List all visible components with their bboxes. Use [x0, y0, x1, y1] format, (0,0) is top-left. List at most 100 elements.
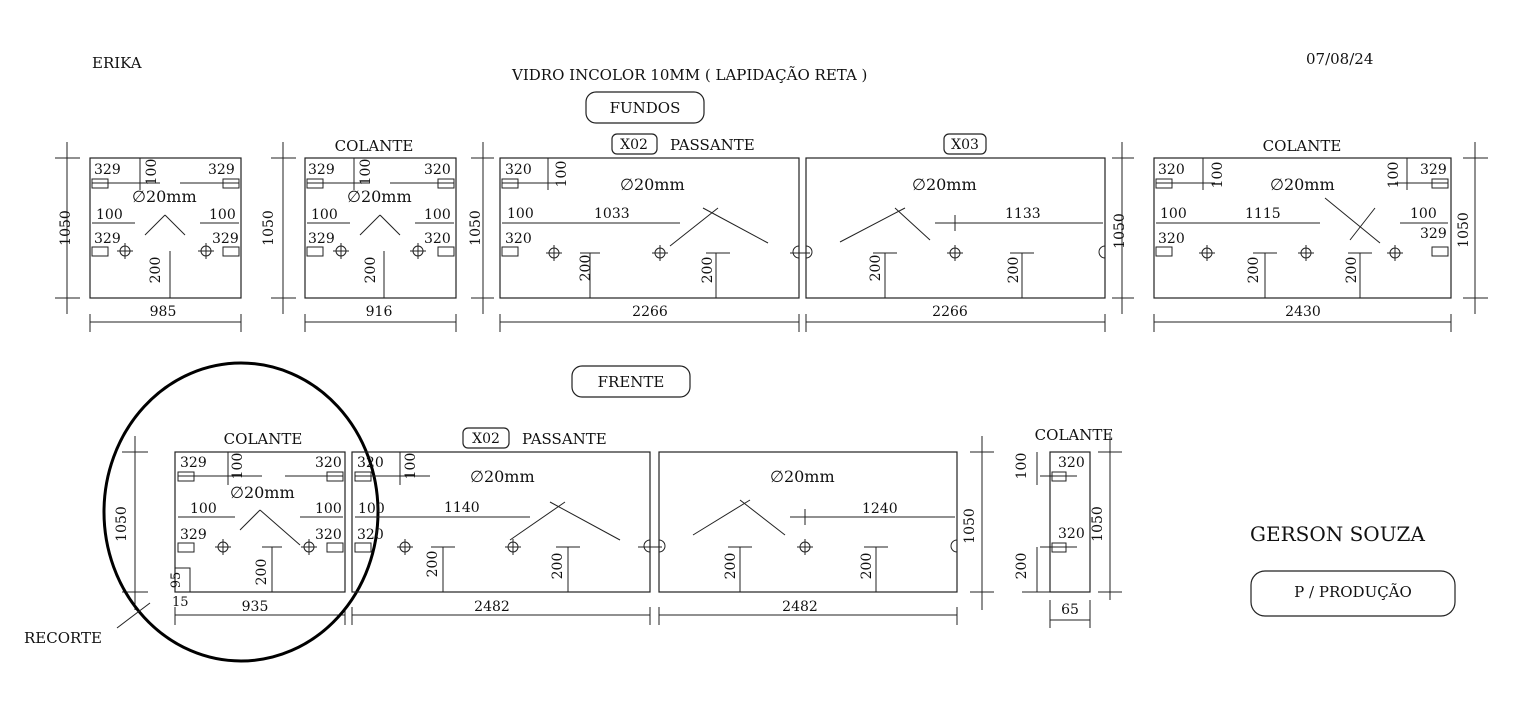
svg-text:329: 329	[1420, 162, 1447, 178]
svg-text:200: 200	[425, 551, 441, 578]
svg-text:320: 320	[1158, 231, 1185, 247]
svg-text:X02: X02	[620, 137, 648, 153]
svg-text:329: 329	[308, 162, 335, 178]
svg-text:320: 320	[1058, 526, 1085, 542]
glass-panel	[89, 157, 242, 299]
svg-text:320: 320	[315, 527, 342, 543]
svg-text:∅20mm: ∅20mm	[912, 175, 977, 194]
svg-text:200: 200	[723, 553, 739, 580]
svg-text:329: 329	[308, 231, 335, 247]
svg-text:100: 100	[424, 207, 451, 223]
svg-text:X02: X02	[472, 431, 500, 447]
svg-text:329: 329	[1420, 226, 1447, 242]
svg-text:100: 100	[209, 207, 236, 223]
svg-text:95: 95	[169, 572, 184, 589]
svg-text:329: 329	[180, 455, 207, 471]
svg-text:320: 320	[424, 231, 451, 247]
svg-text:100: 100	[311, 207, 338, 223]
order-date: 07/08/24	[1306, 50, 1373, 68]
svg-text:1050: 1050	[1112, 213, 1128, 249]
svg-text:200: 200	[254, 559, 270, 586]
fundos-panel-1: 1050 985 329 329 100 ∅20mm 100 100 329 3…	[55, 142, 242, 332]
svg-text:∅20mm: ∅20mm	[470, 467, 535, 486]
quantity-badge: X02	[611, 133, 658, 155]
svg-text:200: 200	[1246, 257, 1262, 284]
svg-text:100: 100	[96, 207, 123, 223]
svg-text:1050: 1050	[1456, 212, 1472, 248]
svg-text:1050: 1050	[468, 210, 484, 246]
svg-text:1050: 1050	[962, 508, 978, 544]
svg-text:320: 320	[1058, 455, 1085, 471]
svg-text:200: 200	[1014, 553, 1030, 580]
svg-text:100: 100	[358, 501, 385, 517]
svg-text:320: 320	[424, 162, 451, 178]
svg-text:15: 15	[172, 595, 189, 610]
frente-panel-4: COLANTE 320 100 320 200 1050 65	[1014, 426, 1122, 628]
fundos-panel-2: COLANTE 1050 916 329 320 100 ∅20mm 100 1…	[261, 137, 457, 332]
svg-text:100: 100	[1410, 206, 1437, 222]
svg-text:COLANTE: COLANTE	[1035, 426, 1114, 444]
svg-text:100: 100	[230, 453, 246, 480]
svg-text:200: 200	[363, 257, 379, 284]
svg-text:200: 200	[148, 257, 164, 284]
svg-text:329: 329	[208, 162, 235, 178]
frente-panel-2: X02 PASSANTE 2482 320 100 ∅20mm 100 1140…	[351, 427, 662, 625]
svg-text:320: 320	[357, 527, 384, 543]
svg-text:∅20mm: ∅20mm	[230, 483, 295, 502]
svg-text:320: 320	[315, 455, 342, 471]
glass-panel	[805, 157, 1106, 299]
svg-text:1033: 1033	[594, 206, 630, 222]
frente-panel-1: COLANTE 1050 935 329 320 100 ∅20mm 100 1…	[114, 430, 346, 625]
svg-text:2430: 2430	[1285, 304, 1321, 320]
svg-text:FUNDOS: FUNDOS	[610, 99, 681, 117]
svg-text:∅20mm: ∅20mm	[620, 175, 685, 194]
svg-text:COLANTE: COLANTE	[335, 137, 414, 155]
svg-text:200: 200	[1006, 257, 1022, 284]
svg-text:1115: 1115	[1245, 206, 1281, 222]
glass-panel	[304, 157, 457, 299]
svg-text:COLANTE: COLANTE	[1263, 137, 1342, 155]
svg-text:916: 916	[366, 304, 393, 320]
svg-text:2482: 2482	[474, 599, 510, 615]
svg-text:100: 100	[315, 501, 342, 517]
svg-text:100: 100	[1386, 162, 1402, 189]
svg-text:320: 320	[1158, 162, 1185, 178]
svg-text:320: 320	[505, 231, 532, 247]
glass-panel	[1153, 157, 1452, 299]
svg-text:200: 200	[700, 257, 716, 284]
svg-text:65: 65	[1061, 602, 1079, 618]
svg-text:X03: X03	[951, 137, 979, 153]
svg-text:COLANTE: COLANTE	[224, 430, 303, 448]
recorte-notch	[175, 567, 191, 592]
glass-panel	[174, 451, 346, 593]
svg-text:200: 200	[1344, 257, 1360, 284]
client-name: ERIKA	[92, 54, 142, 72]
glass-panel	[351, 451, 651, 593]
quantity-badge: X03	[943, 133, 987, 155]
svg-text:329: 329	[94, 162, 121, 178]
svg-text:PASSANTE: PASSANTE	[670, 136, 755, 154]
glass-panel	[1049, 451, 1091, 593]
fundos-panel-4: X03 2266 ∅20mm 1133 200 200 1050	[805, 133, 1134, 332]
frente-panel-3: 2482 ∅20mm 1240 200 200 1050	[658, 436, 994, 625]
svg-text:P / PRODUÇÃO: P / PRODUÇÃO	[1294, 583, 1412, 601]
svg-text:100: 100	[190, 501, 217, 517]
svg-text:329: 329	[94, 231, 121, 247]
svg-text:2482: 2482	[782, 599, 818, 615]
svg-text:∅20mm: ∅20mm	[347, 187, 412, 206]
section-label-frente: FRENTE	[571, 365, 691, 398]
svg-text:200: 200	[868, 255, 884, 282]
section-label-fundos: FUNDOS	[585, 91, 705, 124]
svg-text:∅20mm: ∅20mm	[1270, 175, 1335, 194]
svg-text:2266: 2266	[932, 304, 968, 320]
svg-text:∅20mm: ∅20mm	[770, 467, 835, 486]
svg-text:935: 935	[242, 599, 269, 615]
svg-text:985: 985	[150, 304, 177, 320]
svg-text:100: 100	[554, 161, 570, 188]
material-spec: VIDRO INCOLOR 10MM ( LAPIDAÇÃO RETA )	[511, 66, 867, 84]
fundos-panel-5: COLANTE 2430 1050 320 100 ∅20mm 329 100 …	[1153, 137, 1488, 332]
svg-text:100: 100	[507, 206, 534, 222]
svg-text:RECORTE: RECORTE	[24, 629, 102, 647]
fundos-panel-3: X02 PASSANTE 1050 2266 320 100 ∅20mm 100…	[468, 133, 810, 332]
